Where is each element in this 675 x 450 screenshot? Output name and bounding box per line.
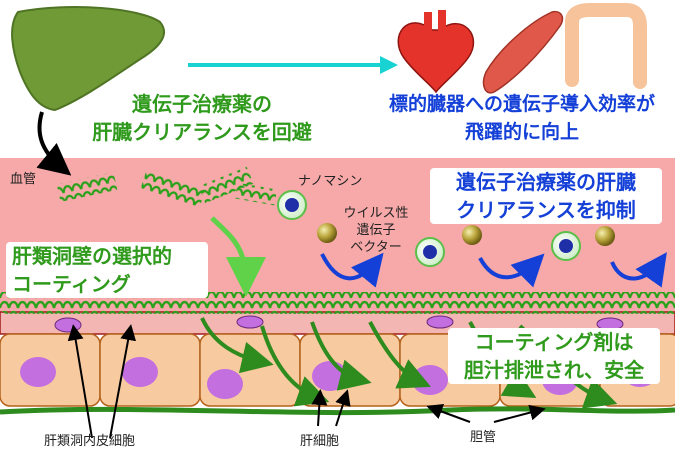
label-line: 標的臓器への遺伝子導入効率が xyxy=(388,93,655,115)
label-line: ウイルス性 xyxy=(343,206,409,221)
liver-to-blood-arrow xyxy=(36,111,72,176)
bile-duct-line xyxy=(0,406,675,416)
blood-vessel-label: 血管 xyxy=(10,172,37,187)
liver-icon xyxy=(11,6,165,112)
bounce-arrow-3 xyxy=(610,252,667,288)
label-line: ベクター xyxy=(350,240,402,255)
polymer-coil-icon xyxy=(56,166,278,208)
muscle-icon xyxy=(482,10,564,94)
bile-duct-label: 胆管 xyxy=(470,430,497,445)
label-line: 肝類洞壁の選択的 xyxy=(12,244,172,268)
label-line: クリアランスを抑制 xyxy=(456,198,636,222)
liver-clearance-avoidance-label: 遺伝子治療薬の 肝臓クリアランスを回避 xyxy=(82,90,322,146)
label-line: 遺伝子 xyxy=(356,223,396,238)
label-line: コーティング xyxy=(12,272,131,296)
hepatocyte-label: 肝細胞 xyxy=(300,434,340,449)
nanomachine-icon xyxy=(277,190,581,267)
label-pointers xyxy=(67,324,546,439)
coating-excretion-label: コーティング剤は 胆汁排泄され、安全 xyxy=(448,328,660,384)
heart-icon xyxy=(397,10,475,94)
label-line: コーティング剤は xyxy=(474,330,634,354)
coating-arrow xyxy=(210,216,266,297)
label-line: 遺伝子治療薬の xyxy=(132,92,272,116)
label-line: 飛躍的に向上 xyxy=(464,121,579,143)
clearance-suppression-label: 遺伝子治療薬の肝臓 クリアランスを抑制 xyxy=(430,168,662,224)
bounce-arrow-1 xyxy=(320,252,384,288)
intestine-icon xyxy=(565,3,647,89)
label-line: 肝臓クリアランスを回避 xyxy=(92,120,312,144)
endothelial-cell-label: 肝類洞内皮細胞 xyxy=(44,434,136,449)
label-line: 胆汁排泄され、安全 xyxy=(463,358,645,382)
label-line: 遺伝子治療薬の肝臓 xyxy=(456,170,636,194)
virus-icon xyxy=(317,223,615,246)
selective-coating-label: 肝類洞壁の選択的 コーティング xyxy=(6,242,208,298)
bounce-arrow-2 xyxy=(478,253,545,288)
nanomachine-label: ナノマシン xyxy=(298,174,363,189)
viral-vector-label: ウイルス性 遺伝子 ベクター xyxy=(336,205,416,256)
delivery-efficiency-label: 標的臓器への遺伝子導入効率が 飛躍的に向上 xyxy=(372,90,672,146)
